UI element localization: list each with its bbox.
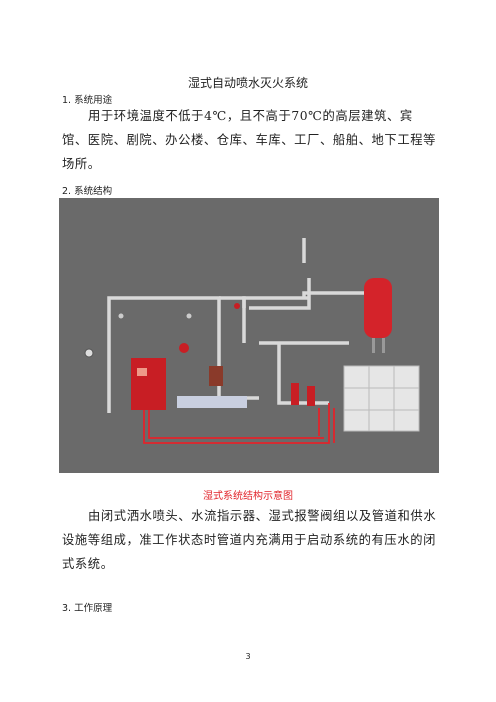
alarm-valve [179, 343, 189, 353]
pressure-gauge [84, 348, 94, 358]
base-platform [177, 396, 247, 408]
doc-title: 湿式自动喷水灭火系统 [187, 76, 308, 90]
section3-heading: 3. 工作原理 [62, 603, 113, 614]
water-tank [343, 365, 420, 432]
section1-heading: 1. 系统用途 [62, 95, 113, 106]
pressure-tank [364, 278, 392, 338]
page-number: 3 [245, 652, 251, 661]
pump-1 [291, 383, 299, 405]
sprinkler-head [186, 313, 192, 319]
section1-paragraph: 用于环境温度不低于4℃，且不高于70℃的高层建筑、宾馆、医院、剧院、办公楼、仓库… [62, 104, 438, 176]
pipe-network [107, 238, 379, 413]
flow-indicator [234, 303, 240, 309]
cabinet-panel [137, 368, 147, 376]
system-diagram-figure [59, 198, 439, 473]
pump-2 [307, 386, 315, 406]
section2-paragraph: 由闭式洒水喷头、水流指示器、湿式报警阀组以及管道和供水设施等组成，准工作状态时管… [62, 504, 438, 576]
section1-text: 用于环境温度不低于4℃，且不高于70℃的高层建筑、宾馆、医院、剧院、办公楼、仓库… [62, 109, 437, 171]
alarm-wiring [143, 403, 335, 444]
figure-caption: 湿式系统结构示意图 [203, 491, 293, 502]
section2-text: 由闭式洒水喷头、水流指示器、湿式报警阀组以及管道和供水设施等组成，准工作状态时管… [62, 509, 437, 571]
valve-assembly [209, 366, 223, 386]
system-diagram [84, 238, 420, 444]
control-cabinet [131, 358, 166, 410]
section2-heading: 2. 系统结构 [62, 186, 113, 197]
sprinkler-head [118, 313, 124, 319]
